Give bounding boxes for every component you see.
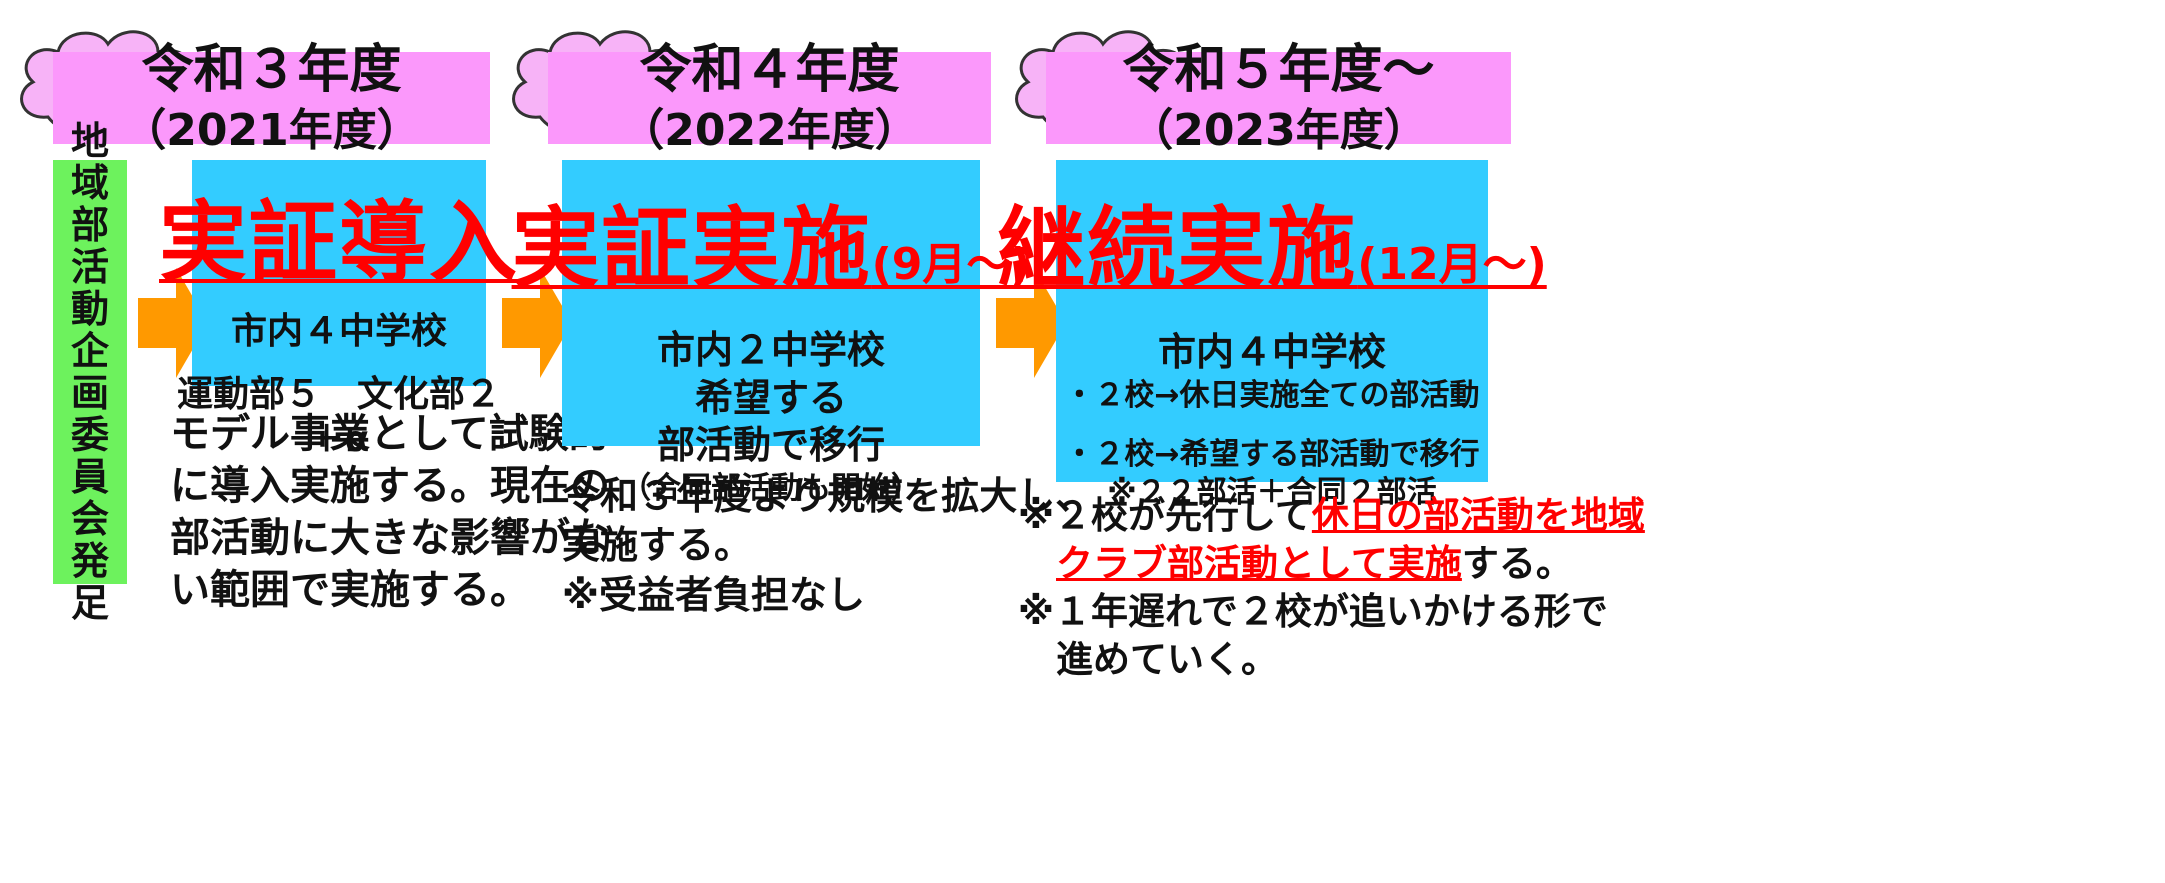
header-2023: 令和５年度～ （2023年度） [1046, 40, 1511, 156]
header-2023-line1: 令和５年度～ [1122, 40, 1435, 100]
side-char: 員 [70, 455, 109, 499]
box-2023-line: ※２２部活＋合同２部活 [1107, 474, 1437, 510]
side-char: 活 [70, 245, 109, 289]
header-2022: 令和４年度 （2022年度） [548, 40, 991, 156]
side-char: 会 [70, 497, 109, 541]
box-2023-title-suffix: (12月～) [1357, 239, 1547, 290]
note-2-line-b: 進めていく。 [1056, 638, 1278, 682]
note-1-prefix: ※２校が先行して [1018, 494, 1312, 537]
box-2022: 実証実施(9月～) 市内２中学校 希望する 部活動で移行 （合同部活動も開始） [512, 160, 1030, 506]
box-2023-title: 継続実施(12月～) [997, 178, 1546, 305]
box-2022-line: 希望する [694, 375, 847, 420]
desc-2022-line: ※受益者負担なし [562, 572, 865, 617]
desc-2022-line: 令和３年度より規模を拡大し、 [562, 474, 1094, 518]
desc-2021-line: 部活動に大きな影響がな [170, 515, 610, 561]
desc-2021-line: モデル事業として試験的 [170, 411, 609, 457]
box-2022-title-suffix: (9月～) [871, 239, 1031, 290]
header-2022-line2: （2022年度） [620, 105, 919, 156]
note-2-line-a: ※１年遅れで２校が追いかける形で [1018, 590, 1608, 634]
desc-2022-line: 実施する。 [562, 523, 753, 568]
box-2022-line: 部活動で移行 [656, 423, 885, 467]
desc-2021-line: に導入実施する。現在の [170, 463, 610, 509]
box-2021-title: 実証導入 [159, 172, 519, 299]
side-char: 地 [70, 119, 109, 163]
side-char: 発 [70, 539, 109, 583]
side-label: 地 域 部 活 動 企 画 委 員 会 発 足 [53, 120, 127, 624]
desc-2021: モデル事業として試験的 に導入実施する。現在の 部活動に大きな影響がな い範囲で… [170, 408, 610, 616]
desc-2021-line: い範囲で実施する。 [170, 567, 530, 613]
header-2021-line2: （2021年度） [122, 105, 421, 156]
box-2021-line: 運動部５ 文化部２ [177, 374, 502, 415]
note-1-line-b: クラブ部活動として実施する。 [1018, 540, 1645, 588]
arrow-icon [138, 268, 208, 378]
box-2021: 実証導入 市内４中学校 運動部５ 文化部２ ＋α [159, 160, 517, 460]
box-2022-line: 市内２中学校 [656, 328, 885, 372]
side-char: 画 [70, 371, 109, 415]
note-1-line-a: ※２校が先行して休日の部活動を地域 [1018, 492, 1645, 540]
box-2022-title-text: 実証実施 [511, 197, 872, 300]
box-2023: 継続実施(12月～) 市内４中学校 ・２校→休日実施全ての部活動 ・２校→希望す… [997, 160, 1547, 510]
box-2023-line: 市内４中学校 [1157, 330, 1386, 374]
box-2021-line: ＋α [308, 419, 370, 460]
side-char: 足 [70, 581, 109, 625]
box-2021-line: 市内４中学校 [230, 311, 447, 352]
arrow-icon [996, 268, 1066, 378]
side-char: 部 [70, 203, 109, 247]
note-1-suffix: する。 [1461, 542, 1573, 586]
side-char: 域 [70, 161, 109, 205]
box-2022-note: （合同部活動も開始） [621, 470, 921, 506]
header-2023-line2: （2023年度） [1129, 105, 1428, 156]
side-char: 企 [70, 329, 109, 373]
header-2021-line1: 令和３年度 [141, 40, 402, 100]
header-2022-line1: 令和４年度 [639, 40, 900, 100]
box-2023-line: ・２校→休日実施全ての部活動 [1064, 377, 1480, 413]
arrow-icon [502, 268, 572, 378]
side-char: 委 [70, 413, 109, 457]
note-1-highlight: クラブ部活動として実施 [1056, 542, 1462, 586]
side-char: 動 [70, 287, 109, 331]
notes-2023: ※２校が先行して休日の部活動を地域 クラブ部活動として実施する。 ※１年遅れで２… [1018, 492, 1645, 684]
box-2023-line: ・２校→希望する部活動で移行 [1064, 437, 1480, 472]
note-1-highlight: 休日の部活動を地域 [1311, 494, 1645, 537]
desc-2022: 令和３年度より規模を拡大し、 実施する。 ※受益者負担なし [562, 472, 1093, 620]
box-2022-title: 実証実施(9月～) [512, 178, 1031, 305]
header-2021: 令和３年度 （2021年度） [53, 40, 490, 156]
box-2023-title-text: 継続実施 [997, 197, 1358, 300]
box-2021-title-text: 実証導入 [159, 191, 520, 294]
